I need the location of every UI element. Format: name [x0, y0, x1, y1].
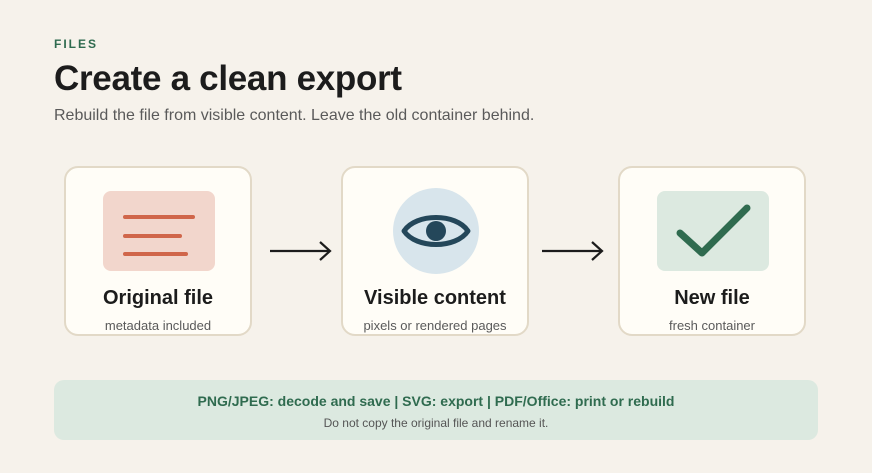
- eye-icon: [393, 188, 479, 274]
- step-subtitle: fresh container: [669, 318, 755, 333]
- page-subtitle: Rebuild the file from visible content. L…: [54, 107, 535, 124]
- step-card-visible-content: Visible content pixels or rendered pages: [341, 166, 529, 336]
- step-card-new-file: New file fresh container: [618, 166, 806, 336]
- export-warning-note: Do not copy the original file and rename…: [323, 416, 549, 430]
- arrow-right-icon: [542, 241, 604, 261]
- step-title: Visible content: [364, 287, 506, 309]
- export-methods-panel: PNG/JPEG: decode and save | SVG: export …: [54, 380, 818, 440]
- page-title: Create a clean export: [54, 59, 402, 98]
- section-eyebrow: FILES: [54, 37, 99, 51]
- step-subtitle: metadata included: [104, 318, 212, 333]
- step-card-original-file: Original file metadata included: [64, 166, 252, 336]
- export-methods-text: PNG/JPEG: decode and save | SVG: export …: [197, 393, 675, 409]
- checkmark-icon: [657, 191, 769, 271]
- document-lines-icon: [103, 191, 215, 271]
- arrow-right-icon: [270, 241, 332, 261]
- step-title: Original file: [102, 287, 214, 309]
- step-subtitle: pixels or rendered pages: [363, 318, 507, 333]
- step-title: New file: [674, 287, 750, 309]
